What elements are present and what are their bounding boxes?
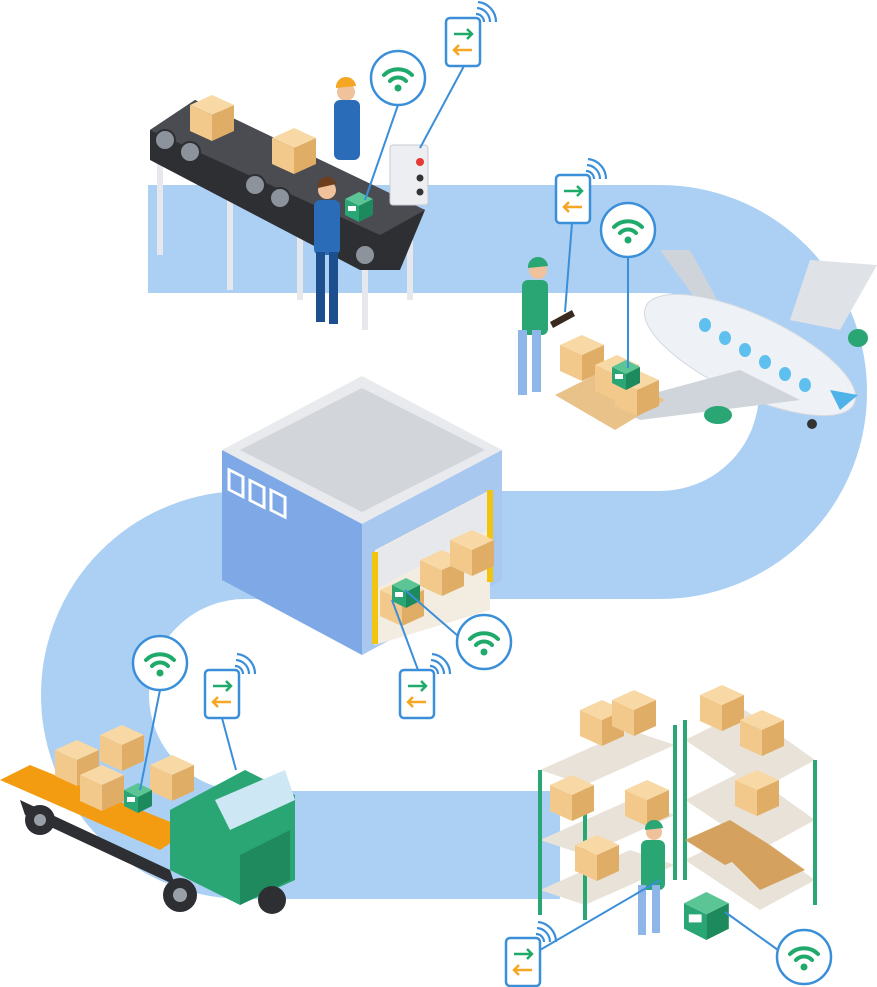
- truck: [0, 725, 295, 914]
- worker-4: [638, 819, 665, 935]
- rfid-reader-icon: [444, 0, 498, 68]
- rfid-tag-box-icon: [684, 892, 729, 940]
- rfid-reader-icon: [398, 652, 452, 720]
- pallet-boxes-air: [555, 335, 665, 430]
- wifi-signal-icon: [369, 49, 427, 107]
- rfid-reader-icon: [504, 920, 558, 987]
- airplane: [610, 250, 877, 429]
- wifi-signal-icon: [775, 928, 833, 986]
- warehouse-building: [222, 376, 502, 655]
- storage-shelves: [538, 685, 817, 920]
- worker-1: [334, 76, 360, 160]
- worker-2: [314, 176, 340, 324]
- wifi-signal-icon: [455, 613, 513, 671]
- wifi-signal-icon: [131, 634, 189, 692]
- rfid-reader-icon: [203, 652, 257, 720]
- worker-3: [518, 256, 575, 395]
- wifi-signal-icon: [599, 201, 657, 259]
- connector-lines: [139, 65, 779, 951]
